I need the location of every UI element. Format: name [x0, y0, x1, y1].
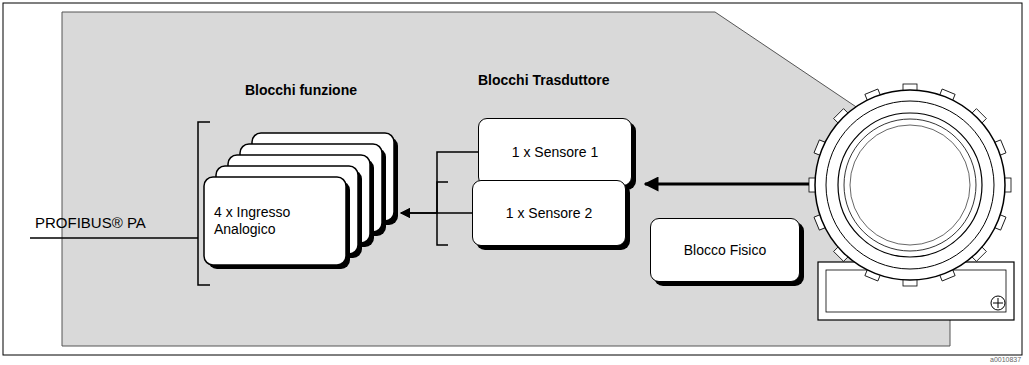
figure-code: a0010837	[990, 356, 1021, 363]
transducer-block: 1 x Sensore 2	[472, 180, 626, 246]
bus-label: PROFIBUS® PA	[35, 214, 146, 231]
block-label: 1 x Sensore 2	[506, 205, 592, 222]
block-label: Blocco Fisico	[684, 242, 766, 259]
function-block-stack: 4 x Ingresso Analogico	[203, 132, 399, 270]
block-label: 1 x Sensore 1	[512, 144, 598, 161]
card-stack	[203, 132, 405, 276]
block-label: 4 x Ingresso Analogico	[204, 204, 346, 238]
transducer-block: 1 x Sensore 1	[478, 118, 632, 186]
group-heading: Blocchi funzione	[245, 82, 357, 98]
outer-frame	[3, 3, 1022, 355]
data-flow-arrow	[401, 152, 478, 213]
transducer-block: Blocco Fisico	[650, 218, 800, 282]
signal-arrow	[645, 183, 822, 186]
group-heading: Blocchi Trasduttore	[478, 72, 609, 88]
bus-line	[30, 237, 198, 239]
data-flow-arrow	[401, 212, 472, 214]
device-illustration	[809, 84, 1014, 320]
